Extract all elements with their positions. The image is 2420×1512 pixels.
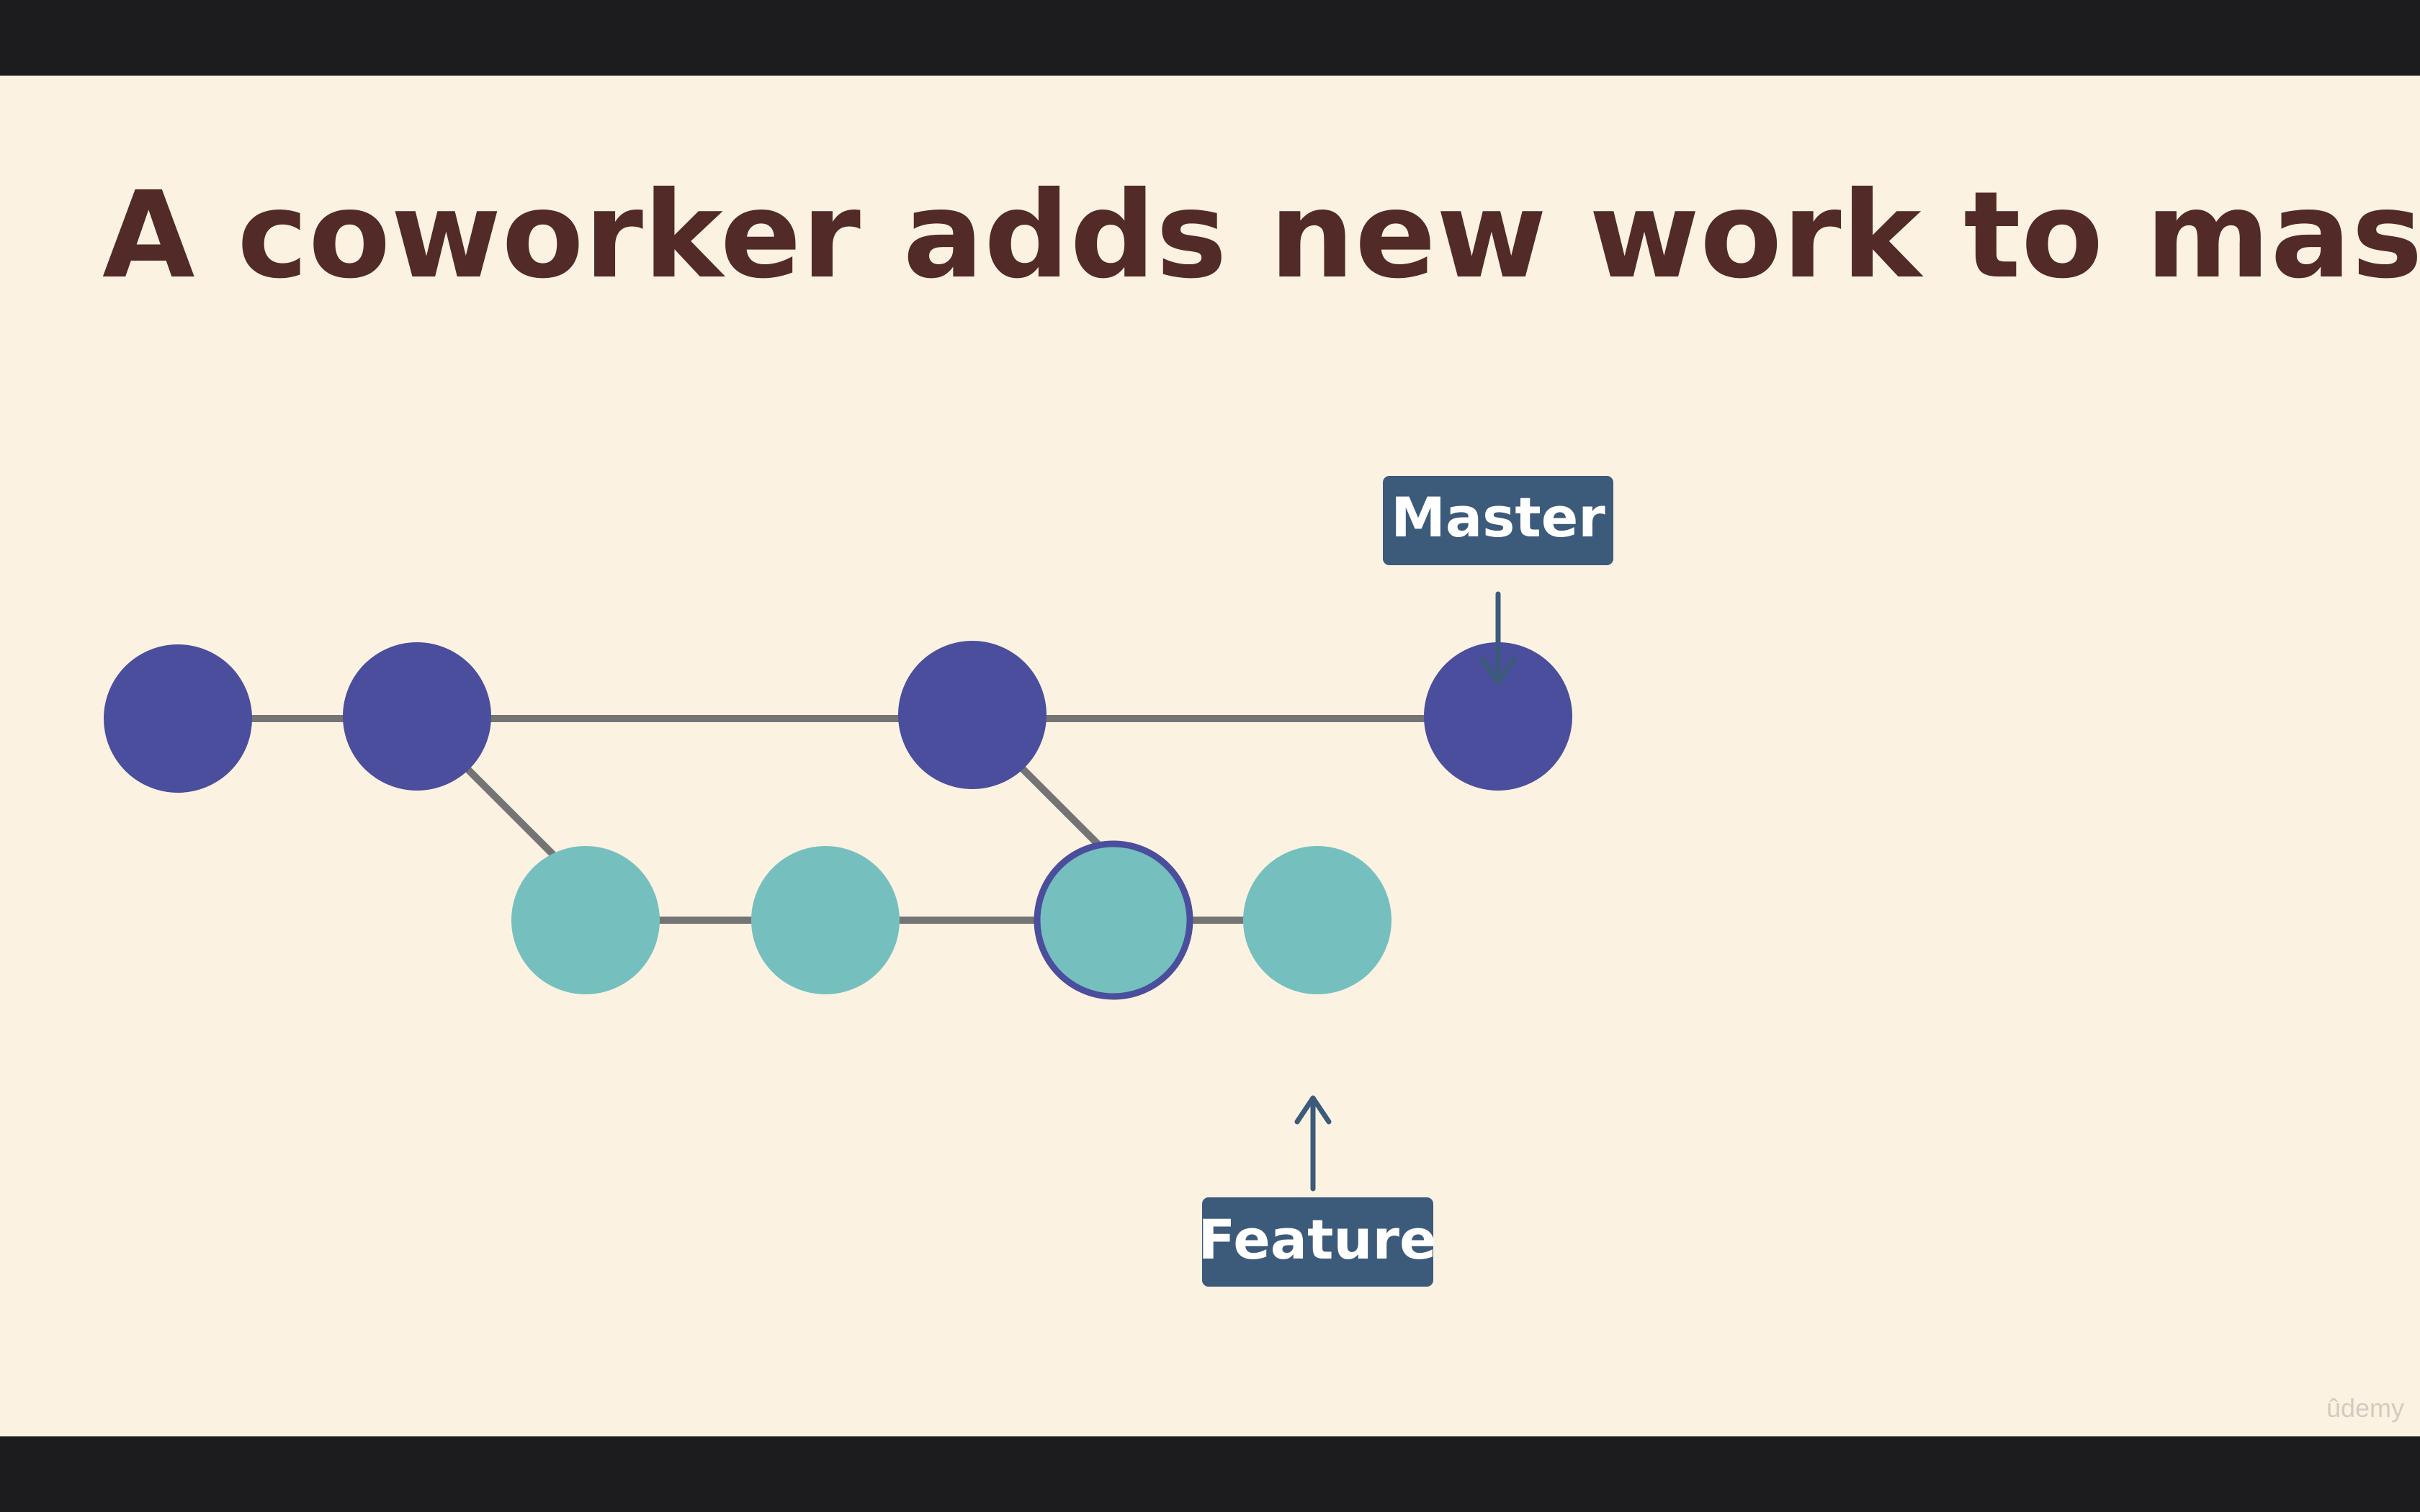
feature-label-box <box>1202 1197 1433 1287</box>
master-commit-3 <box>898 641 1047 789</box>
feature-branch-pointer: Feature <box>1198 1095 1437 1287</box>
slide-title: A coworker adds new work to master <box>102 166 2420 305</box>
master-label-box <box>1383 476 1613 565</box>
feature-arrow <box>1294 1095 1332 1192</box>
master-commit-4 <box>1424 642 1572 791</box>
master-arrow <box>1479 591 1517 685</box>
master-commit-2 <box>343 642 491 791</box>
master-label: Master <box>1391 485 1605 549</box>
feature-label: Feature <box>1198 1207 1436 1272</box>
master-commit-1 <box>104 644 252 793</box>
feature-commit-4 <box>1243 846 1392 994</box>
master-commits <box>104 641 1572 793</box>
feature-commit-1 <box>511 846 660 994</box>
git-branch-diagram: Master Feature <box>104 476 1613 1287</box>
master-branch-pointer: Master <box>1383 476 1613 685</box>
feature-commits <box>511 840 1392 1000</box>
feature-commit-3-highlighted <box>1034 840 1193 1000</box>
udemy-watermark: ûdemy <box>2326 1393 2404 1423</box>
feature-commit-2 <box>751 846 900 994</box>
slide: A coworker adds new work to master <box>0 76 2420 1436</box>
